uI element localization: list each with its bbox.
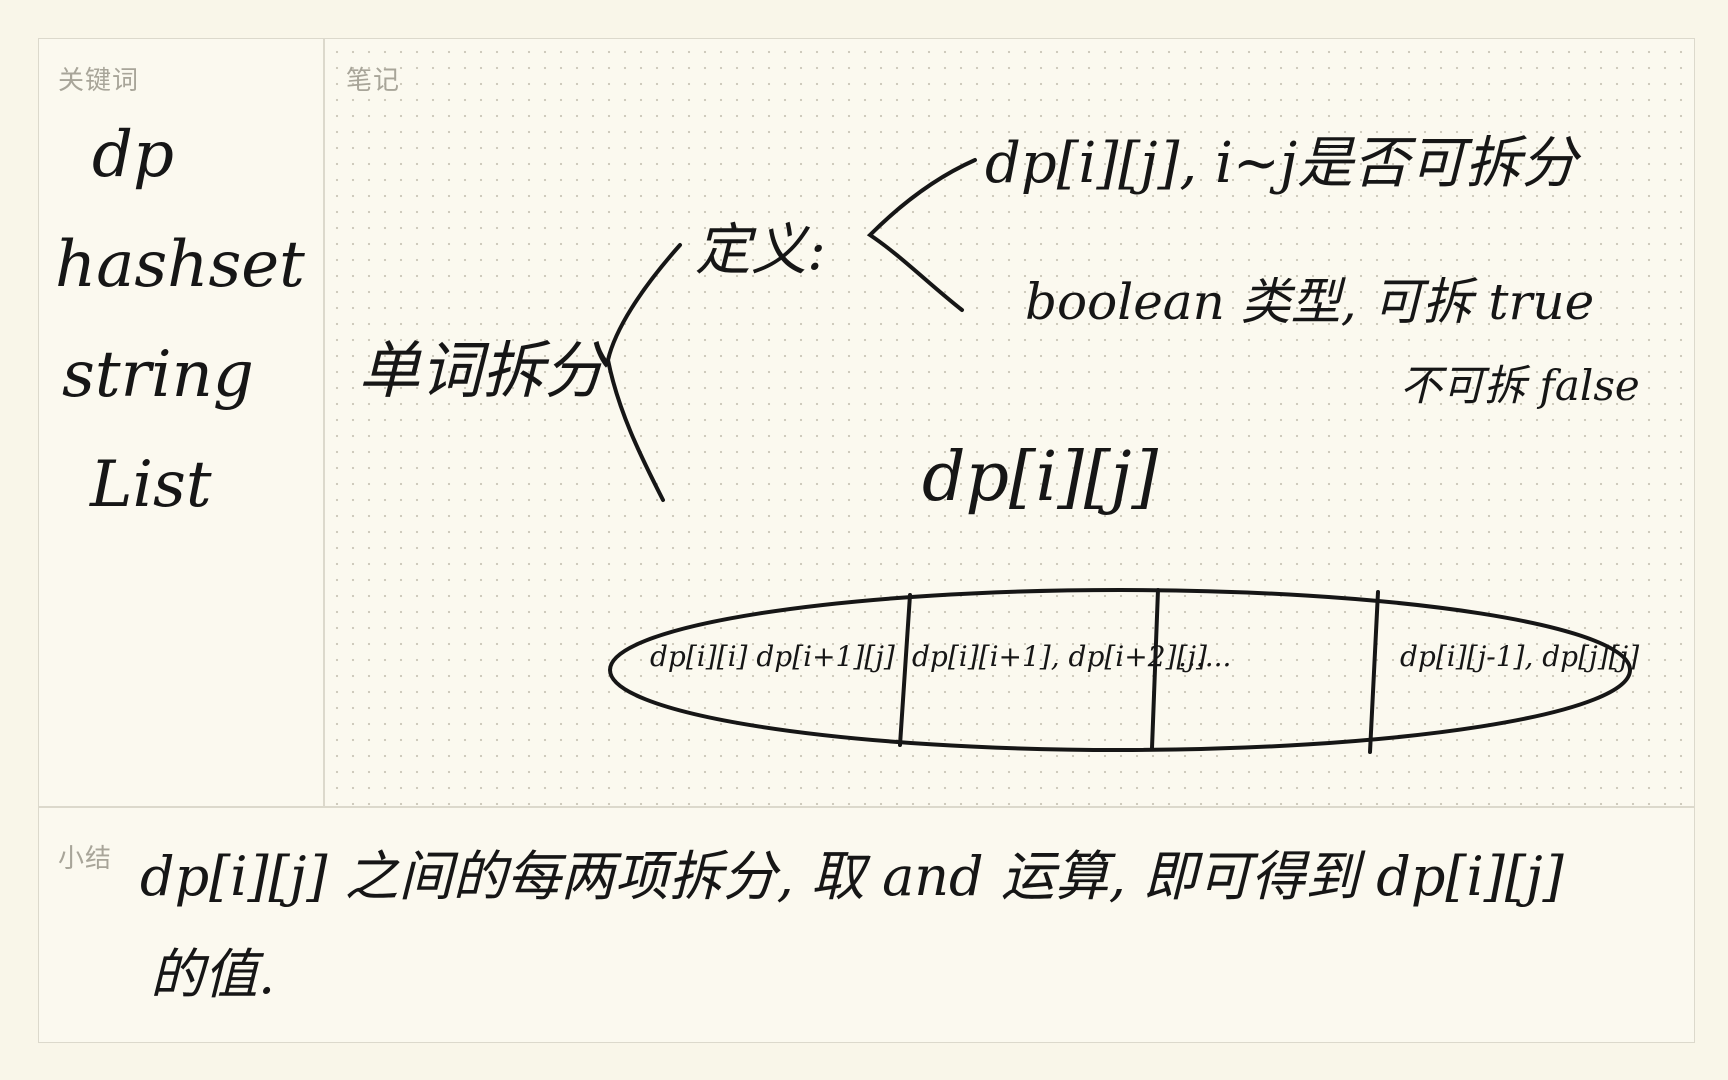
oval-cell-4: dp[i][j-1], dp[j][j] [1400, 640, 1640, 673]
summary-label: 小结 [58, 844, 113, 874]
oval-cell-1: dp[i][i] dp[i+1][j] [650, 640, 895, 673]
note-topic: 单词拆分 [358, 334, 607, 407]
keyword-hashset[interactable]: hashset [55, 228, 305, 302]
oval-cell-3: ...... [1178, 640, 1232, 673]
column-divider [323, 38, 325, 808]
summary-line-1: dp[i][j] 之间的每两项拆分, 取 and 运算, 即可得到 dp[i][… [140, 845, 1564, 908]
keyword-string[interactable]: string [62, 338, 254, 412]
note-definition-3: 不可拆 false [1400, 361, 1640, 410]
notes-label: 笔记 [346, 66, 401, 96]
note-definition-2: boolean 类型, 可拆 true [1025, 273, 1595, 331]
note-formula: dp[i][j] [922, 438, 1159, 517]
summary-line-2: 的值. [150, 943, 276, 1006]
row-divider [38, 806, 1695, 808]
keywords-label: 关键词 [58, 66, 140, 96]
note-definition-1: dp[i][j], i~j是否可拆分 [985, 131, 1578, 196]
note-definition-label: 定义: [695, 218, 826, 283]
keyword-dp[interactable]: dp [92, 118, 174, 192]
keyword-list[interactable]: List [90, 448, 212, 522]
oval-cell-2: dp[i][i+1], dp[i+2][j] [912, 640, 1207, 673]
